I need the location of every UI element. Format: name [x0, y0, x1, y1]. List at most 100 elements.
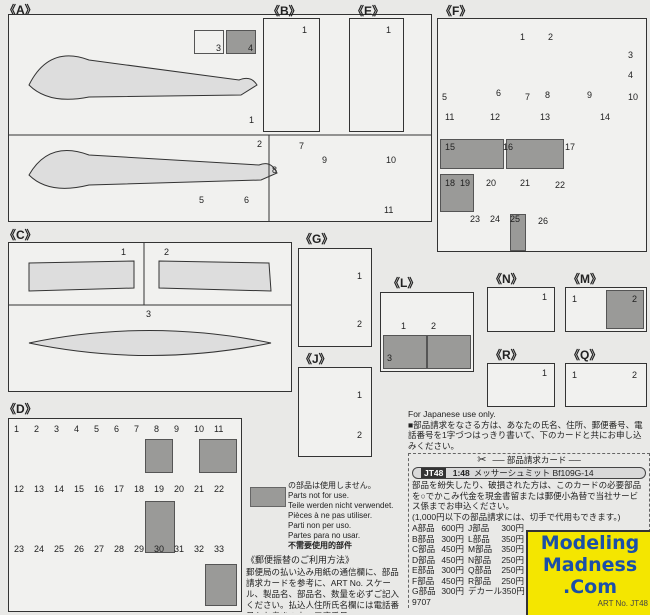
part-d-4: 4 — [74, 424, 80, 434]
part-f-23: 23 — [470, 214, 481, 224]
part-price: 350円 — [501, 533, 524, 544]
part-f-8: 8 — [545, 90, 551, 100]
part-f-18: 18 — [445, 178, 456, 188]
part-f-14 — [440, 139, 504, 169]
part-d-3: 3 — [54, 424, 60, 434]
part-d-15: 15 — [74, 484, 85, 494]
part-price: 300円 — [441, 565, 464, 575]
part-f-20: 20 — [486, 178, 497, 188]
part-price: 350円 — [501, 544, 524, 554]
price-row: B部品 300円 — [412, 534, 464, 545]
parts-tree-r: 1 — [487, 363, 555, 407]
part-d-18: 18 — [134, 484, 145, 494]
postal-title: 《郵便振替のご利用方法》 — [246, 555, 355, 565]
part-price: 450円 — [441, 554, 464, 565]
part-f-21: 21 — [520, 178, 531, 188]
part-f-9: 9 — [587, 90, 593, 100]
part-price: 450円 — [441, 575, 464, 586]
section-q-label: 《Q》 — [568, 348, 602, 362]
fuselage-drawing — [9, 55, 431, 221]
part-a-1: 1 — [249, 115, 255, 125]
part-d-23: 23 — [14, 544, 25, 554]
part-d-25: 25 — [54, 544, 65, 554]
part-name: A部品 — [412, 523, 435, 533]
card-title: ── 部品請求カード ── — [492, 455, 581, 465]
part-d-19: 19 — [154, 484, 165, 494]
parts-tree-b: 1 — [263, 18, 320, 132]
part-f-19: 19 — [460, 178, 471, 188]
part-f-15 — [506, 139, 564, 169]
part-name: N部品 — [468, 554, 492, 565]
part-a-9: 9 — [322, 155, 328, 165]
part-d-1: 1 — [14, 424, 20, 434]
parts-tree-c: 1 2 3 — [8, 242, 292, 392]
part-price: 300円 — [441, 533, 464, 544]
parts-tree-d — [8, 418, 242, 612]
part-f-15: 15 — [445, 142, 456, 152]
section-l-label: 《L》 — [388, 276, 420, 290]
parts-tree-f — [437, 18, 647, 252]
part-f-24 — [510, 214, 526, 251]
part-a-5: 5 — [199, 195, 205, 205]
section-r-label: 《R》 — [490, 348, 523, 362]
part-name: B部品 — [412, 533, 435, 544]
part-d-14: 14 — [54, 484, 65, 494]
part-d-28: 28 — [114, 544, 125, 554]
part-d-30: 30 — [154, 544, 165, 554]
part-a-8: 8 — [272, 165, 278, 175]
price-row: R部品 250円 — [468, 576, 524, 587]
part-d-22: 22 — [214, 484, 225, 494]
part-price: 350円 — [502, 586, 525, 596]
part-d-17: 17 — [114, 484, 125, 494]
part-f-1: 1 — [520, 32, 526, 42]
part-d-7: 7 — [134, 424, 140, 434]
section-m-label: 《M》 — [568, 272, 602, 286]
part-d-31: 31 — [174, 544, 185, 554]
part-price: 250円 — [501, 554, 524, 565]
parts-tree-e: 1 — [349, 18, 404, 132]
section-c-label: 《C》 — [4, 228, 37, 242]
part-d-26: 26 — [74, 544, 85, 554]
section-g-label: 《G》 — [300, 232, 334, 246]
part-d-29: 29 — [134, 544, 145, 554]
part-price: 250円 — [501, 565, 524, 575]
part-d-8: 8 — [154, 424, 160, 434]
part-a-7: 7 — [299, 141, 305, 151]
part-f-25: 25 — [510, 214, 521, 224]
part-price: 450円 — [441, 544, 464, 554]
part-d-10: 10 — [194, 424, 205, 434]
section-a-label: 《A》 — [4, 3, 37, 17]
part-name: M部品 — [468, 544, 493, 554]
legend-text: の部品は使用しません。Parts not for use.Teile werde… — [288, 481, 394, 550]
part-name: R部品 — [468, 575, 492, 586]
part-f-17-18 — [440, 174, 474, 212]
order-section: For Japanese use only. ■部品請求をなさる方は、あなたの氏… — [408, 409, 650, 608]
part-price: 250円 — [501, 575, 524, 586]
parts-tree-n: 1 — [487, 287, 555, 332]
part-a-2: 2 — [257, 139, 263, 149]
part-f-10: 10 — [628, 92, 639, 102]
part-a-6: 6 — [244, 195, 250, 205]
part-f-17: 17 — [565, 142, 576, 152]
part-f-22: 22 — [555, 180, 566, 190]
part-name: デカール — [468, 586, 503, 596]
part-d-2: 2 — [34, 424, 40, 434]
part-d-13: 13 — [34, 484, 45, 494]
part-d-27: 27 — [94, 544, 105, 554]
part-d-12: 12 — [14, 484, 25, 494]
part-d-24: 24 — [34, 544, 45, 554]
scissors-icon: ✂ — [477, 454, 487, 466]
